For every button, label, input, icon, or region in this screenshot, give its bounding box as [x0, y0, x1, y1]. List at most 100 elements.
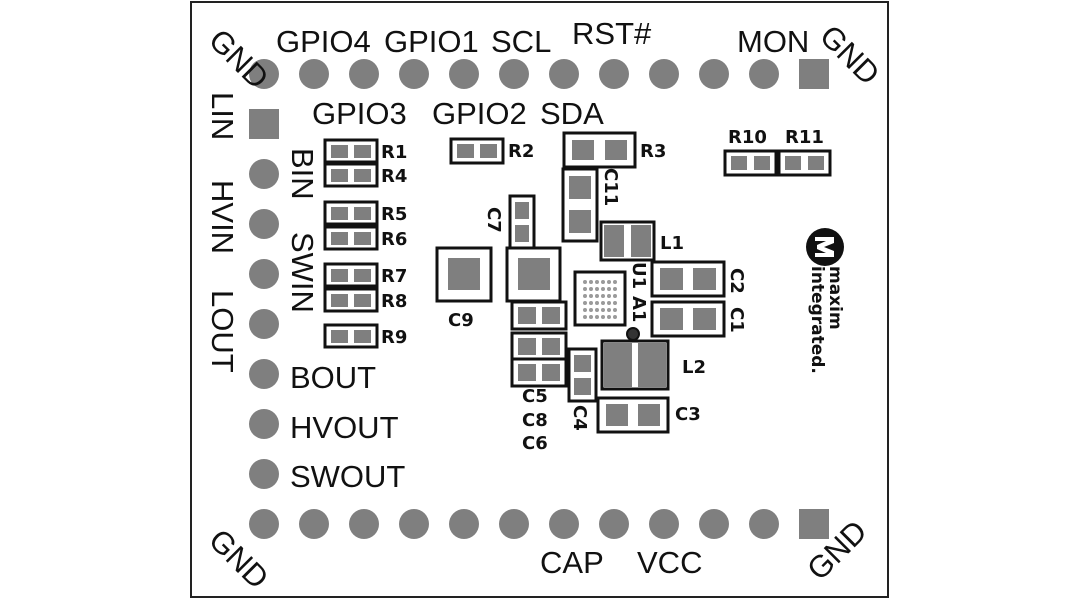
pin-pad: [249, 59, 279, 89]
label-hvout: HVOUT: [290, 410, 399, 445]
pin-pad: [249, 509, 279, 539]
footprint-l2: [600, 339, 670, 391]
footprint-r9: [323, 323, 379, 349]
ref-l2: L2: [682, 357, 706, 378]
footprint-r2: [449, 137, 505, 165]
label-vcc: VCC: [637, 545, 702, 580]
pin-pad: [299, 509, 329, 539]
footprint-c9: [435, 246, 493, 303]
footprint-c6: [510, 357, 568, 388]
pin-pad: [249, 259, 279, 289]
footprint-r11: [777, 149, 832, 177]
ref-c8: C8: [522, 410, 548, 431]
bottom-pin-row: [249, 509, 829, 539]
logo-text-integrated: integrated.: [807, 266, 827, 374]
pin-pad: [499, 59, 529, 89]
footprint-c8: [510, 331, 568, 362]
pin-pad: [499, 509, 529, 539]
label-cap: CAP: [540, 545, 604, 580]
pin-pad-square: [799, 509, 829, 539]
maxim-logo-icon: [806, 228, 844, 266]
pin-pad: [749, 509, 779, 539]
pin-pad: [699, 59, 729, 89]
ref-r5: R5: [381, 204, 407, 225]
pin-pad-square: [799, 59, 829, 89]
pin-pad: [349, 59, 379, 89]
pin-pad: [249, 409, 279, 439]
footprint-r5: [323, 200, 379, 226]
pin-pad: [449, 59, 479, 89]
pin-pad: [249, 359, 279, 389]
label-gpio1: GPIO1: [384, 24, 479, 59]
pin-pad: [249, 459, 279, 489]
pin-pad: [249, 209, 279, 239]
ref-l1: L1: [660, 233, 684, 254]
pin-pad: [399, 59, 429, 89]
label-lin: LIN: [205, 92, 240, 140]
footprint-r3: [562, 131, 637, 169]
left-pin-column: [249, 109, 279, 489]
footprint-c1: [650, 300, 726, 338]
ref-r6: R6: [381, 229, 407, 250]
footprint-u1: [573, 270, 627, 327]
ref-r4: R4: [381, 166, 407, 187]
footprint-c9-pad2-copper: [518, 258, 550, 290]
pin-pad: [549, 509, 579, 539]
ref-u1: U1: [628, 262, 649, 289]
logo-text-maxim: maxim: [825, 266, 845, 330]
footprint-r8: [323, 287, 379, 313]
footprint-c4: [567, 347, 598, 403]
footprint-r10: [723, 149, 778, 177]
footprint-r1: [323, 138, 379, 164]
label-gpio2: GPIO2: [432, 96, 527, 131]
ref-c1: C1: [726, 307, 747, 333]
pin-pad: [249, 309, 279, 339]
footprint-l1: [599, 220, 656, 262]
resistor-bank-left: [323, 138, 379, 349]
ref-c11: C11: [600, 168, 621, 206]
ref-c3: C3: [675, 404, 701, 425]
pin-pad: [449, 509, 479, 539]
label-rst: RST#: [572, 16, 652, 51]
top-pin-row: [249, 59, 829, 89]
ref-r9: R9: [381, 327, 407, 348]
footprint-r7: [323, 262, 379, 288]
ref-c9: C9: [448, 310, 474, 331]
ref-r10: R10: [728, 127, 767, 148]
label-hvin: HVIN: [205, 180, 240, 254]
label-sda: SDA: [540, 96, 604, 131]
ref-r3: R3: [640, 141, 666, 162]
pin-pad: [749, 59, 779, 89]
ref-r1: R1: [381, 142, 407, 163]
footprint-r4: [323, 162, 379, 188]
ref-c7: C7: [483, 207, 504, 233]
ref-c5: C5: [522, 386, 548, 407]
pin-pad: [599, 59, 629, 89]
footprint-c3: [596, 396, 670, 434]
pin-pad: [699, 509, 729, 539]
ref-r2: R2: [508, 141, 534, 162]
pin-pad: [649, 59, 679, 89]
label-swout: SWOUT: [290, 459, 405, 494]
label-gpio3: GPIO3: [312, 96, 407, 131]
label-bout: BOUT: [290, 360, 376, 395]
footprint-c5: [510, 300, 568, 331]
pin-pad: [299, 59, 329, 89]
footprint-c2: [650, 260, 726, 298]
footprint-r6: [323, 225, 379, 251]
pin-pad: [349, 509, 379, 539]
footprint-c11: [561, 167, 599, 243]
label-mon: MON: [737, 24, 809, 59]
label-scl: SCL: [491, 24, 551, 59]
pin-pad: [249, 159, 279, 189]
ref-c2: C2: [726, 268, 747, 294]
ref-c4: C4: [569, 405, 590, 431]
pin-pad: [649, 509, 679, 539]
ref-c6: C6: [522, 433, 548, 454]
ref-r11: R11: [785, 127, 824, 148]
label-lout: LOUT: [205, 290, 240, 373]
pin1-marker: [626, 327, 640, 341]
pin-pad: [549, 59, 579, 89]
footprint-c7: [508, 194, 536, 250]
